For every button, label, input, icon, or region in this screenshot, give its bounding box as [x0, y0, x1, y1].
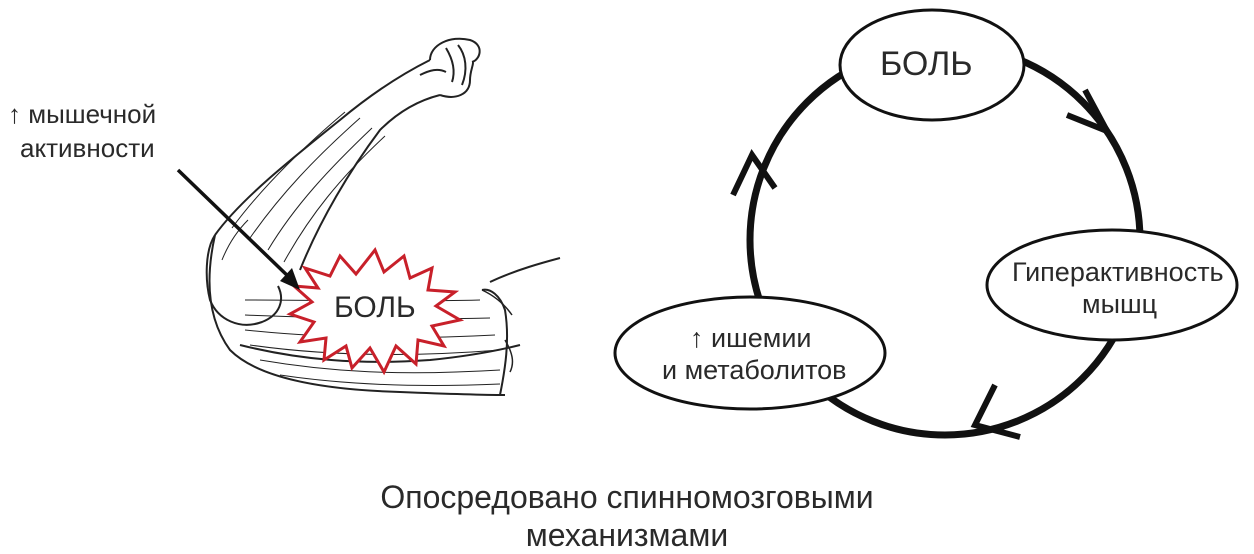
- node-ischemia-label-line1: ↑ ишемии: [690, 322, 812, 354]
- muscle-activity-pointer: [178, 170, 292, 280]
- caption-line1: Опосредовано спинномозговыми: [0, 478, 1254, 516]
- caption-line2: механизмами: [0, 516, 1254, 554]
- muscle-activity-label-line2: активности: [20, 132, 155, 164]
- cycle-arrow-2: [975, 385, 1020, 437]
- node-ischemia-label-line2: и метаболитов: [662, 354, 847, 386]
- node-hyperactivity-label-line1: Гиперактивность: [1012, 256, 1224, 288]
- node-pain-label: БОЛЬ: [880, 44, 973, 84]
- diagram-caption: Опосредовано спинномозговыми механизмами: [0, 478, 1254, 554]
- arm-pain-label: БОЛЬ: [334, 290, 416, 326]
- node-hyperactivity-label-line2: мышц: [1082, 288, 1157, 320]
- muscle-activity-label-line1: ↑ мышечной: [8, 98, 156, 130]
